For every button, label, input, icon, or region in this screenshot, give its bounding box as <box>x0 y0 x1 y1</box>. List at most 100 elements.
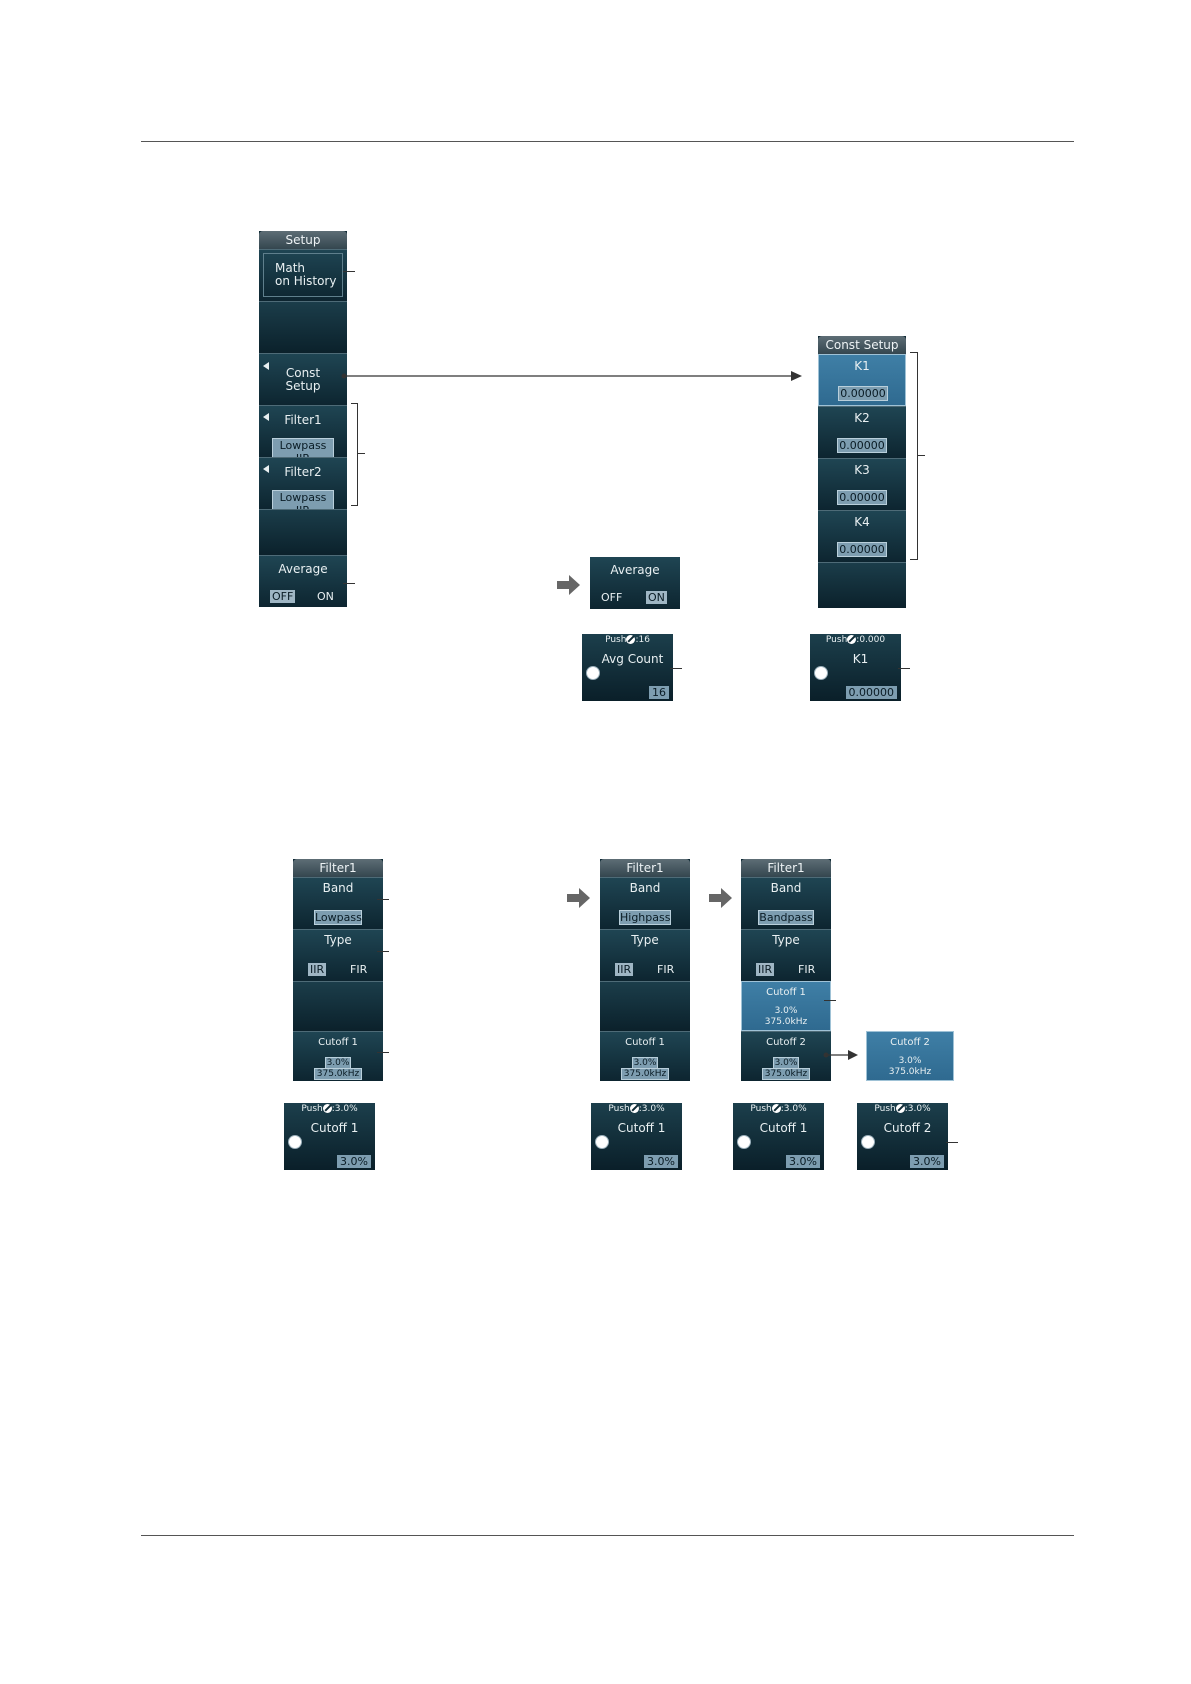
filter-menu-lowpass: Filter1 Band Lowpass Type IIR FIR Cutoff… <box>293 859 383 1081</box>
average-label: Average <box>278 562 328 576</box>
type-fir-option: FIR <box>350 963 368 976</box>
k1-button[interactable]: K1 0.00000 <box>818 354 906 406</box>
filter1-label: Filter1 <box>284 413 322 427</box>
k4-button[interactable]: K4 0.00000 <box>818 510 906 562</box>
type-label: Type <box>324 933 352 947</box>
cutoff1-pct: 3.0% <box>774 1006 798 1016</box>
grey-arrow-icon <box>709 888 732 908</box>
cutoff-jog-label: Cutoff 1 <box>759 1121 808 1135</box>
jog-knob-icon <box>586 666 600 680</box>
math-on-history-frame <box>263 253 343 297</box>
filter-blank <box>600 981 690 1031</box>
push-hint: Push:0.000 <box>825 635 886 645</box>
jog-dial-icon <box>322 1104 332 1113</box>
const-bracket <box>910 352 918 560</box>
type-button[interactable]: Type IIR FIR <box>600 929 690 981</box>
k4-label: K4 <box>854 515 870 529</box>
const-setup-button[interactable]: Const Setup <box>259 353 347 405</box>
avg-count-value[interactable]: 16 <box>649 686 669 699</box>
cutoff1-label: Cutoff 1 <box>766 987 806 998</box>
callout-leader <box>946 1142 958 1143</box>
filter-blank <box>293 981 383 1031</box>
cutoff-jog-label: Cutoff 1 <box>617 1121 666 1135</box>
k1-label: K1 <box>854 359 870 373</box>
average-off-option: OFF <box>601 591 623 604</box>
math-on-history-button[interactable]: Math on History <box>259 249 347 301</box>
filter2-button[interactable]: Filter2 Lowpass IIR <box>259 457 347 518</box>
callout-leader <box>670 668 682 669</box>
jog-knob-icon <box>814 666 828 680</box>
jog-knob-icon <box>737 1135 751 1149</box>
band-button[interactable]: Band Lowpass <box>293 877 383 929</box>
band-value: Bandpass <box>758 910 814 925</box>
cutoff1-freq: 375.0kHz <box>764 1017 808 1027</box>
cutoff-jog-value[interactable]: 3.0% <box>644 1155 678 1168</box>
submenu-arrow-icon <box>263 465 269 473</box>
cutoff-jog-popup: Push:3.0% Cutoff 1 3.0% <box>284 1103 375 1170</box>
band-label: Band <box>770 881 802 895</box>
k2-button[interactable]: K2 0.00000 <box>818 406 906 458</box>
push-hint: Push:3.0% <box>874 1104 931 1114</box>
on-history-label: on History <box>275 274 337 288</box>
push-hint: Push:3.0% <box>750 1104 807 1114</box>
jog-knob-icon <box>288 1135 302 1149</box>
filter2-label: Filter2 <box>284 465 322 479</box>
setup-menu: Setup Math on History Const Setup Filter… <box>259 231 347 607</box>
cutoff1-button[interactable]: Cutoff 1 3.0% 375.0kHz <box>600 1031 690 1081</box>
cutoff1-freq: 375.0kHz <box>314 1068 362 1080</box>
callout-leader <box>343 271 355 272</box>
cutoff1-button[interactable]: Cutoff 1 3.0% 375.0kHz <box>293 1031 383 1081</box>
setup-menu-title: Setup <box>259 231 347 249</box>
band-value: Lowpass <box>314 910 362 925</box>
grey-arrow-icon <box>557 575 580 595</box>
k4-value: 0.00000 <box>837 542 887 557</box>
const-setup-menu: Const Setup K1 0.00000 K2 0.00000 K3 0.0… <box>818 336 906 608</box>
cutoff-jog-label: Cutoff 2 <box>883 1121 932 1135</box>
callout-leader <box>824 1000 836 1001</box>
band-button[interactable]: Band Highpass <box>600 877 690 929</box>
band-button[interactable]: Band Bandpass <box>741 877 831 929</box>
cutoff1-button[interactable]: Cutoff 1 3.0% 375.0kHz <box>741 981 831 1031</box>
setup-blank-2 <box>259 509 347 555</box>
k3-value: 0.00000 <box>837 490 887 505</box>
band-label: Band <box>322 881 354 895</box>
type-button[interactable]: Type IIR FIR <box>293 929 383 981</box>
const-setup-arrow <box>341 371 802 381</box>
jog-knob-icon <box>595 1135 609 1149</box>
callout-leader <box>377 1052 389 1053</box>
const-blank <box>818 562 906 608</box>
k1-jog-value[interactable]: 0.00000 <box>845 686 897 699</box>
filter1-button[interactable]: Filter1 Lowpass IIR <box>259 405 347 466</box>
cutoff-jog-popup: Push:3.0% Cutoff 1 3.0% <box>733 1103 824 1170</box>
top-rule <box>141 141 1074 142</box>
cutoff2-label: Cutoff 2 <box>890 1037 930 1048</box>
jog-knob-icon <box>861 1135 875 1149</box>
push-hint: Push:16 <box>605 635 650 645</box>
cutoff2-button[interactable]: Cutoff 2 3.0% 375.0kHz <box>741 1031 831 1081</box>
cutoff2-pct: 3.0% <box>773 1057 799 1069</box>
average-on-cell[interactable]: Average OFF ON <box>590 557 680 609</box>
filter-menu-bandpass: Filter1 Band Bandpass Type IIR FIR Cutof… <box>741 859 831 1081</box>
jog-dial-icon <box>895 1104 905 1113</box>
average-menu-on[interactable]: Average OFF ON <box>590 557 680 609</box>
cutoff2-box[interactable]: Cutoff 2 3.0% 375.0kHz <box>866 1031 954 1081</box>
cutoff-jog-value[interactable]: 3.0% <box>910 1155 944 1168</box>
filter-title: Filter1 <box>600 859 690 877</box>
cutoff-jog-value[interactable]: 3.0% <box>337 1155 371 1168</box>
push-hint: Push:3.0% <box>608 1104 665 1114</box>
type-iir-option: IIR <box>615 963 634 976</box>
k3-label: K3 <box>854 463 870 477</box>
k3-button[interactable]: K3 0.00000 <box>818 458 906 510</box>
cutoff-jog-value[interactable]: 3.0% <box>786 1155 820 1168</box>
filter-title: Filter1 <box>741 859 831 877</box>
jog-dial-icon <box>847 635 857 644</box>
setup-blank-1 <box>259 301 347 353</box>
submenu-arrow-icon <box>263 413 269 421</box>
filter-menu-highpass: Filter1 Band Highpass Type IIR FIR Cutof… <box>600 859 690 1081</box>
average-button[interactable]: Average OFF ON <box>259 555 347 607</box>
type-button[interactable]: Type IIR FIR <box>741 929 831 981</box>
callout-leader <box>357 453 365 454</box>
cutoff2-pct: 3.0% <box>898 1056 922 1066</box>
cutoff2-jog-popup: Push:3.0% Cutoff 2 3.0% <box>857 1103 948 1170</box>
cutoff2-arrow <box>823 1050 858 1060</box>
